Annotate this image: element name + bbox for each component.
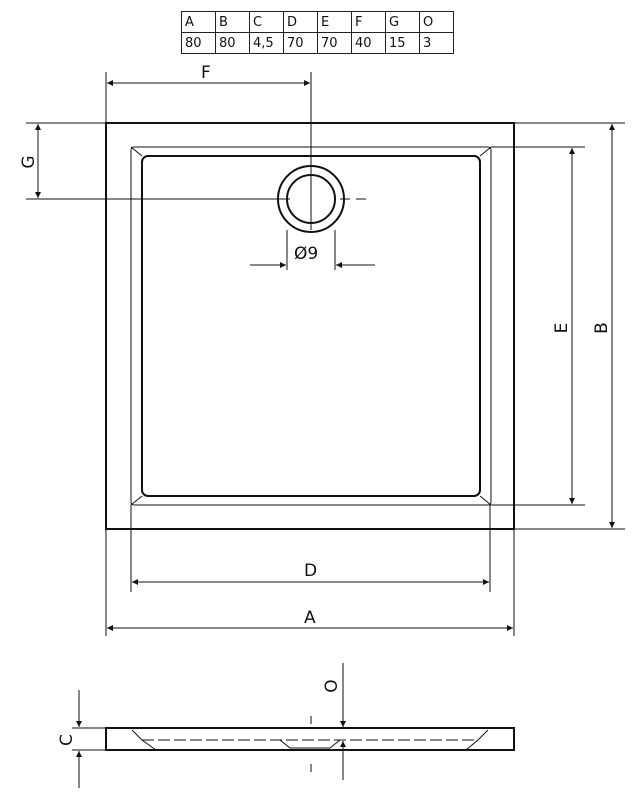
value-cell: 80: [215, 32, 250, 54]
label-E: E: [552, 323, 572, 334]
tray-top-view: [105, 122, 515, 530]
label-G: G: [19, 155, 39, 168]
table-header-row: A B C D E F G O: [181, 11, 454, 33]
value-cell: 3: [419, 32, 454, 54]
dimension-E: E: [491, 146, 585, 506]
dimension-A: A: [105, 529, 515, 636]
value-cell: 15: [385, 32, 420, 54]
label-F: F: [201, 63, 211, 83]
table-value-row: 80 80 4,5 70 70 40 15 3: [181, 32, 454, 54]
dimension-F: F: [105, 63, 310, 123]
drain-diameter-label: Ø9: [294, 244, 318, 264]
label-C: C: [57, 734, 77, 746]
tray-side-view: [105, 716, 515, 772]
dimension-table: A B C D E F G O 80 80 4,5 70 70 40 15 3: [181, 11, 454, 54]
dimension-G: G: [19, 122, 106, 198]
dimension-O: O: [322, 663, 346, 780]
label-B: B: [592, 322, 612, 334]
label-O: O: [322, 679, 342, 692]
dimension-B: B: [514, 122, 625, 530]
dimension-D: D: [130, 505, 491, 592]
label-A: A: [304, 608, 316, 628]
value-cell: 80: [181, 32, 216, 54]
label-D: D: [304, 561, 317, 581]
drain: Ø9: [26, 72, 375, 270]
dimension-C: C: [57, 690, 106, 788]
